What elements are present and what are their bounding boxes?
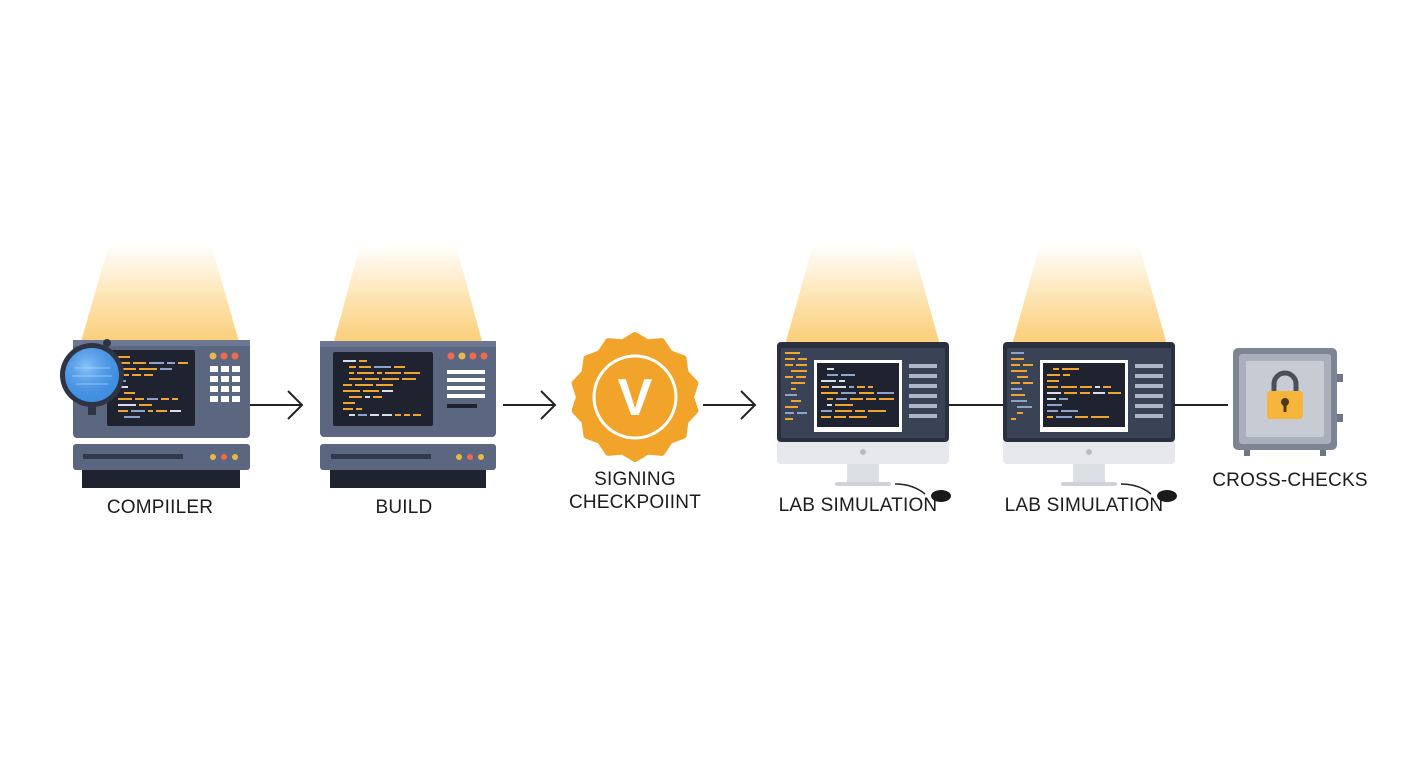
spotlight-glow (333, 245, 483, 345)
arrow-connector (703, 390, 757, 420)
connector-line (1174, 404, 1228, 406)
stage-label: CROSS-CHECKS (1212, 470, 1368, 491)
badge-letter: V (618, 369, 653, 427)
stage-label: LAB SIMULATION (778, 495, 938, 516)
spotlight-glow (80, 245, 240, 345)
stage-label: COMPIILER (106, 497, 214, 518)
connector-line (948, 404, 1003, 406)
spotlight-glow (1012, 245, 1167, 345)
spotlight-glow (785, 245, 940, 345)
stage-label: BUILD (375, 497, 433, 518)
stage-label: SIGNING CHECKPOIINT (568, 469, 702, 514)
arrow-connector (503, 390, 557, 420)
arrow-connector (250, 390, 304, 420)
stage-label: LAB SIMULATION (1004, 495, 1164, 516)
